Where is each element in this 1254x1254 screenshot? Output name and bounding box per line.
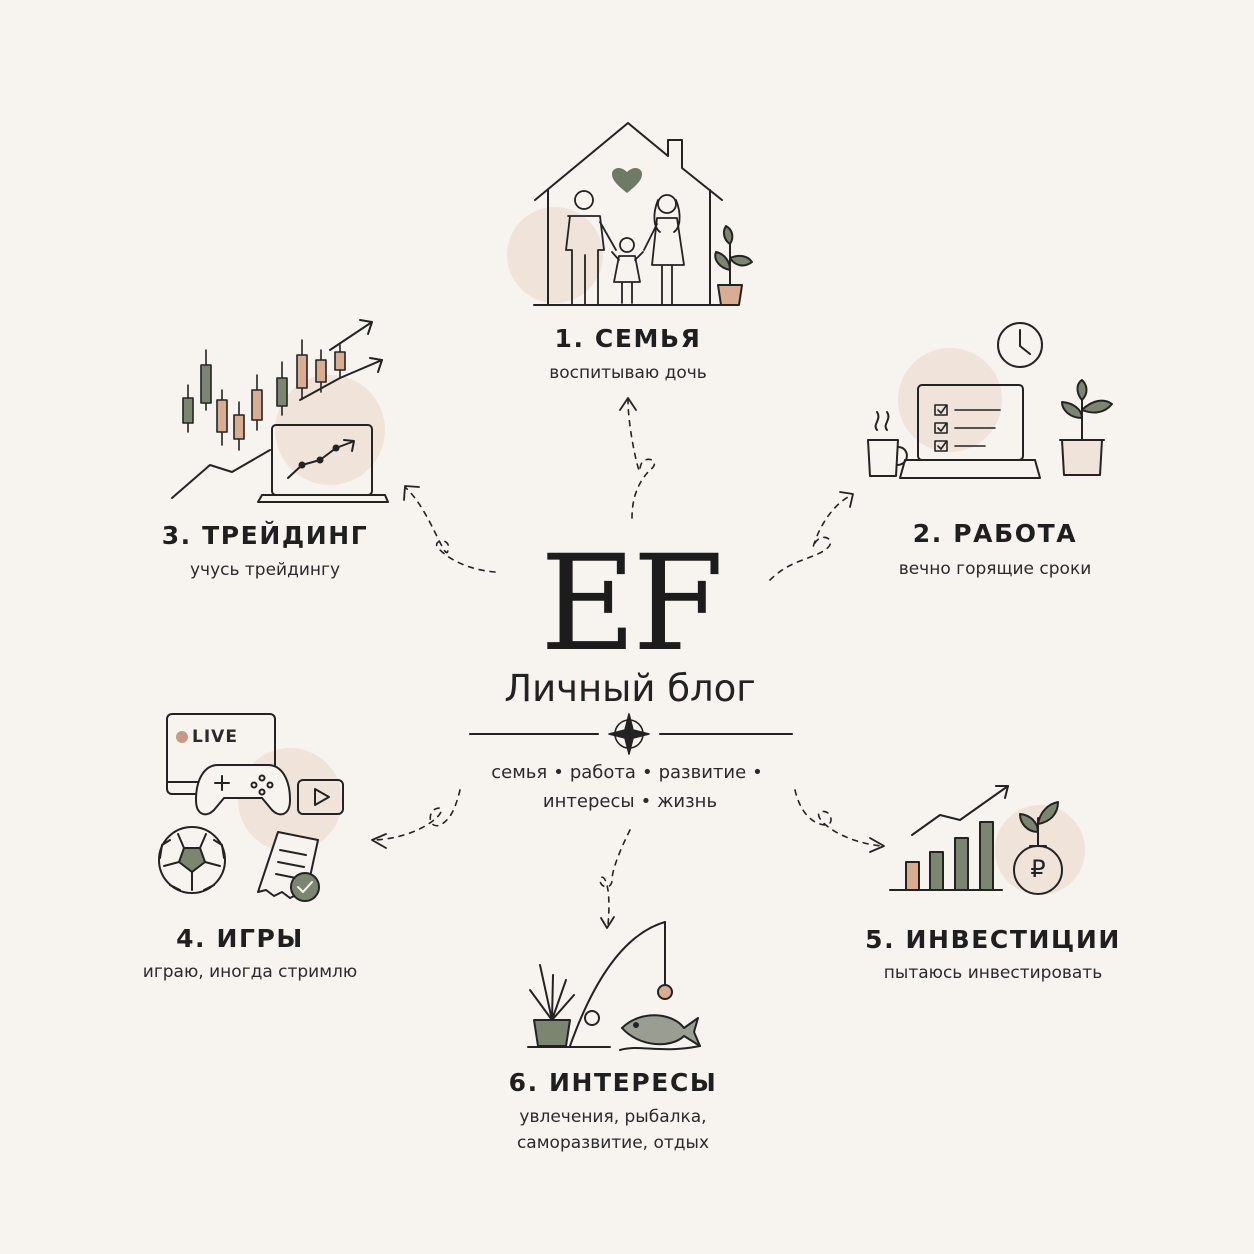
section-title-games: 4. ИГРЫ	[176, 924, 304, 953]
ruble-sign: ₽	[1030, 855, 1046, 883]
receipt-icon	[257, 831, 320, 902]
bar-chart-icon	[889, 785, 1009, 891]
section-desc-interests-line2: саморазвитие, отдых	[516, 1133, 710, 1153]
bullet: •	[641, 762, 653, 783]
tag: работа	[569, 762, 636, 783]
tag: семья	[491, 762, 548, 783]
section-title-interests: 6. ИНТЕРЕСЫ	[508, 1068, 718, 1097]
water-line	[527, 1045, 701, 1051]
section-desc-work: вечно горящие сроки	[898, 559, 1092, 579]
compass-icon	[608, 713, 650, 755]
fishing-rod-icon	[569, 921, 673, 1047]
play-button-icon	[297, 779, 344, 815]
tag: жизнь	[657, 791, 718, 812]
gamepad-icon	[195, 764, 291, 816]
section-desc-games: играю, иногда стримлю	[142, 962, 358, 982]
candlestick-chart-icon	[182, 339, 346, 451]
section-title-family: 1. СЕМЬЯ	[554, 324, 702, 353]
section-desc-interests-line1: увлечения, рыбалка,	[519, 1107, 707, 1127]
checklist-icon	[934, 404, 1001, 452]
tag-line-2: интересы•жизнь	[440, 787, 820, 817]
logo: EF	[540, 527, 724, 681]
clock-icon	[997, 322, 1043, 368]
section-desc-investments: пытаюсь инвестировать	[883, 963, 1103, 983]
connector-arrows	[373, 399, 883, 926]
plant-icon	[1059, 379, 1113, 476]
fish-icon	[621, 1014, 701, 1047]
laptop-icon	[899, 384, 1041, 479]
soccer-ball-icon	[158, 826, 226, 894]
arrow-heads	[371, 397, 885, 929]
bullet: •	[640, 791, 652, 812]
tag: развитие	[658, 762, 747, 783]
tag-line-1: семья•работа•развитие•	[440, 758, 820, 788]
plant-icon	[529, 964, 575, 1047]
bullet: •	[752, 762, 763, 783]
section-title-trading: 3. ТРЕЙДИНГ	[161, 521, 369, 550]
section-title-work: 2. РАБОТА	[912, 519, 1078, 548]
laptop-icon	[257, 424, 389, 503]
bullet: •	[553, 762, 564, 783]
trend-arrow-icon	[171, 319, 383, 499]
live-badge: LIVE	[192, 727, 238, 747]
plant-icon	[714, 225, 753, 306]
section-desc-family: воспитываю дочь	[549, 363, 707, 383]
tag: интересы	[542, 791, 635, 812]
section-desc-trading: учусь трейдингу	[189, 560, 341, 580]
house-icon	[533, 122, 723, 306]
family-icon	[565, 190, 685, 306]
blog-subtitle: Личный блог	[504, 667, 756, 710]
section-title-investments: 5. ИНВЕСТИЦИИ	[865, 925, 1121, 954]
heart-icon	[612, 167, 642, 193]
coffee-cup-icon	[867, 411, 908, 477]
coin-bag-icon	[1013, 801, 1063, 895]
